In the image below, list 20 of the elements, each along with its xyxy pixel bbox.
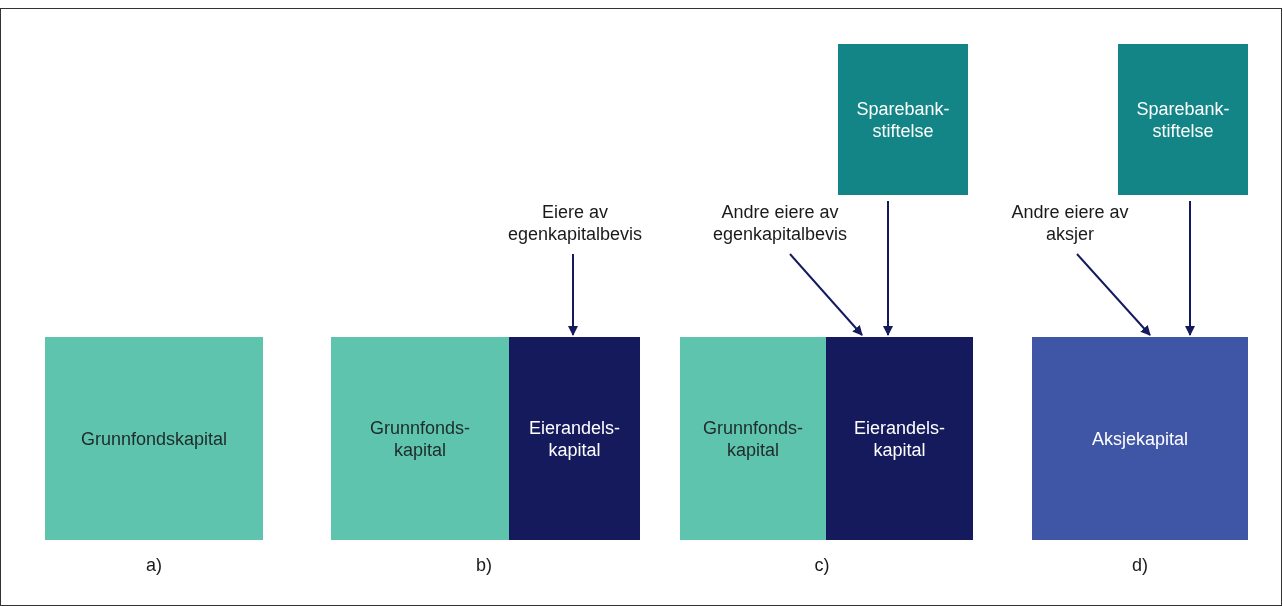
- capital-box: Grunnfonds- kapital: [680, 337, 826, 540]
- arrow: [1076, 253, 1151, 336]
- panel-letter: b): [476, 554, 492, 577]
- arrow: [789, 253, 863, 336]
- capital-box: Grunnfonds- kapital: [331, 337, 509, 540]
- panel-letter: c): [814, 554, 830, 577]
- owner-label: Andre eiere av egenkapitalbevis: [700, 198, 860, 248]
- capital-box: Eierandels- kapital: [509, 337, 640, 540]
- owner-label: Eiere av egenkapitalbevis: [500, 198, 650, 248]
- arrow: [1185, 200, 1195, 336]
- arrow: [883, 200, 893, 336]
- owner-label: Andre eiere av aksjer: [1010, 198, 1130, 248]
- panel-letter: d): [1132, 554, 1148, 577]
- arrow: [568, 253, 578, 336]
- panel-letter: a): [146, 554, 162, 577]
- capital-box: Eierandels- kapital: [826, 337, 973, 540]
- foundation-box: Sparebank- stiftelse: [838, 44, 968, 195]
- capital-box: Grunnfondskapital: [45, 337, 263, 540]
- capital-box: Aksjekapital: [1032, 337, 1248, 540]
- foundation-box: Sparebank- stiftelse: [1118, 44, 1248, 195]
